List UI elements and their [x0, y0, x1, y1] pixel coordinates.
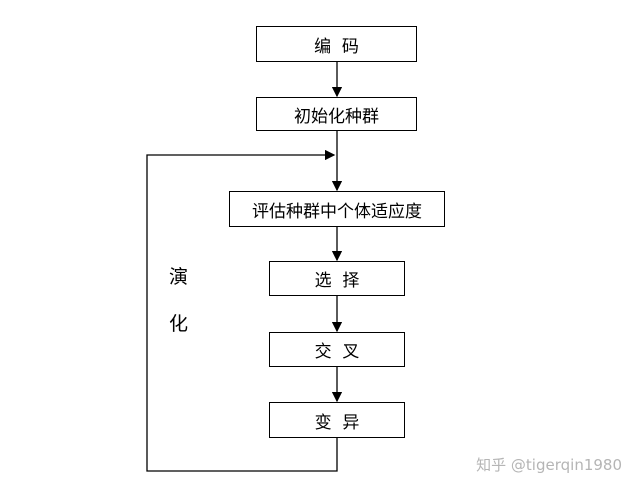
- loop-label-char1: 演: [169, 266, 189, 288]
- node-select-label: 选 择: [314, 271, 360, 291]
- node-mutation: 变 异: [269, 402, 405, 438]
- node-evaluate-label: 评估种群中个体适应度: [252, 201, 422, 222]
- loop-label-char2: 化: [169, 313, 189, 335]
- node-init-population: 初始化种群: [256, 97, 417, 131]
- node-crossover: 交 叉: [269, 332, 405, 367]
- node-encode: 编 码: [256, 26, 417, 62]
- node-crossover-label: 交 叉: [314, 342, 360, 362]
- loop-back-line: [146, 149, 338, 472]
- node-init-label: 初始化种群: [294, 106, 379, 127]
- node-selection: 选 择: [269, 261, 405, 296]
- node-encode-label: 编 码: [314, 36, 359, 57]
- node-mutate-label: 变 异: [314, 412, 360, 433]
- node-evaluate-fitness: 评估种群中个体适应度: [229, 191, 445, 227]
- watermark: 知乎 @tigerqin1980: [476, 456, 622, 474]
